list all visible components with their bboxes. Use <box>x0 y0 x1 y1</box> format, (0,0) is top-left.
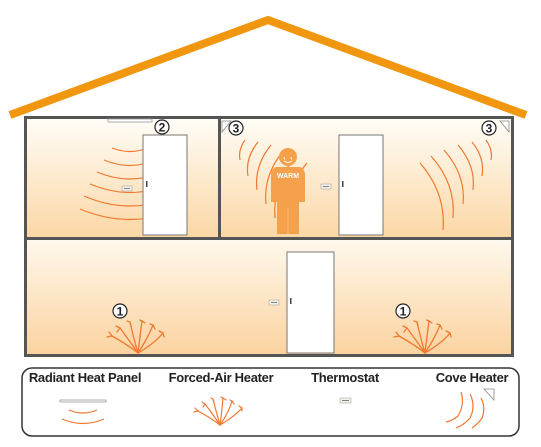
cove-heater-left <box>221 120 232 134</box>
marker-1-right-label: 1 <box>400 305 407 319</box>
legend-label-cove: Cove Heater <box>436 370 509 385</box>
marker-1-right: 1 <box>395 303 411 319</box>
legend-thermostat-icon <box>339 397 352 404</box>
marker-3-right-label: 3 <box>486 122 493 136</box>
door-upper-left <box>142 134 188 236</box>
house-walls <box>24 116 514 357</box>
legend-label-radiant: Radiant Heat Panel <box>29 370 141 385</box>
thermostat-upper-right <box>320 183 332 190</box>
marker-1-left: 1 <box>112 303 128 319</box>
legend-forced-air-icon <box>193 396 243 426</box>
legend-label-thermostat: Thermostat <box>311 370 380 385</box>
forced-air-heater-left <box>106 319 165 354</box>
door-upper-right <box>338 134 384 236</box>
marker-1-left-label: 1 <box>117 305 124 319</box>
legend-cove-icon <box>445 388 495 429</box>
legend-radiant-icon <box>59 399 107 425</box>
marker-2: 2 <box>154 119 170 135</box>
warm-label: WARM <box>277 173 299 180</box>
cove-heat-waves-right <box>419 139 493 231</box>
marker-3-left: 3 <box>228 120 244 136</box>
door-ground-floor <box>286 251 335 354</box>
legend-box <box>21 367 520 437</box>
radiant-heat-panel <box>107 118 153 123</box>
marker-3-right: 3 <box>481 120 497 136</box>
thermostat-ground-floor <box>268 299 280 306</box>
thermostat-upper-left <box>121 185 133 192</box>
room-ground-floor <box>27 240 511 354</box>
cove-heater-right <box>499 120 510 134</box>
legend-label-forced-air: Forced-Air Heater <box>169 370 274 385</box>
roof <box>8 15 528 119</box>
marker-2-label: 2 <box>159 121 166 135</box>
marker-3-left-label: 3 <box>233 122 240 136</box>
forced-air-heater-right <box>393 319 452 354</box>
legend: Radiant Heat Panel Forced-Air Heater The… <box>21 367 520 437</box>
warm-person-figure: WARM <box>271 148 305 234</box>
